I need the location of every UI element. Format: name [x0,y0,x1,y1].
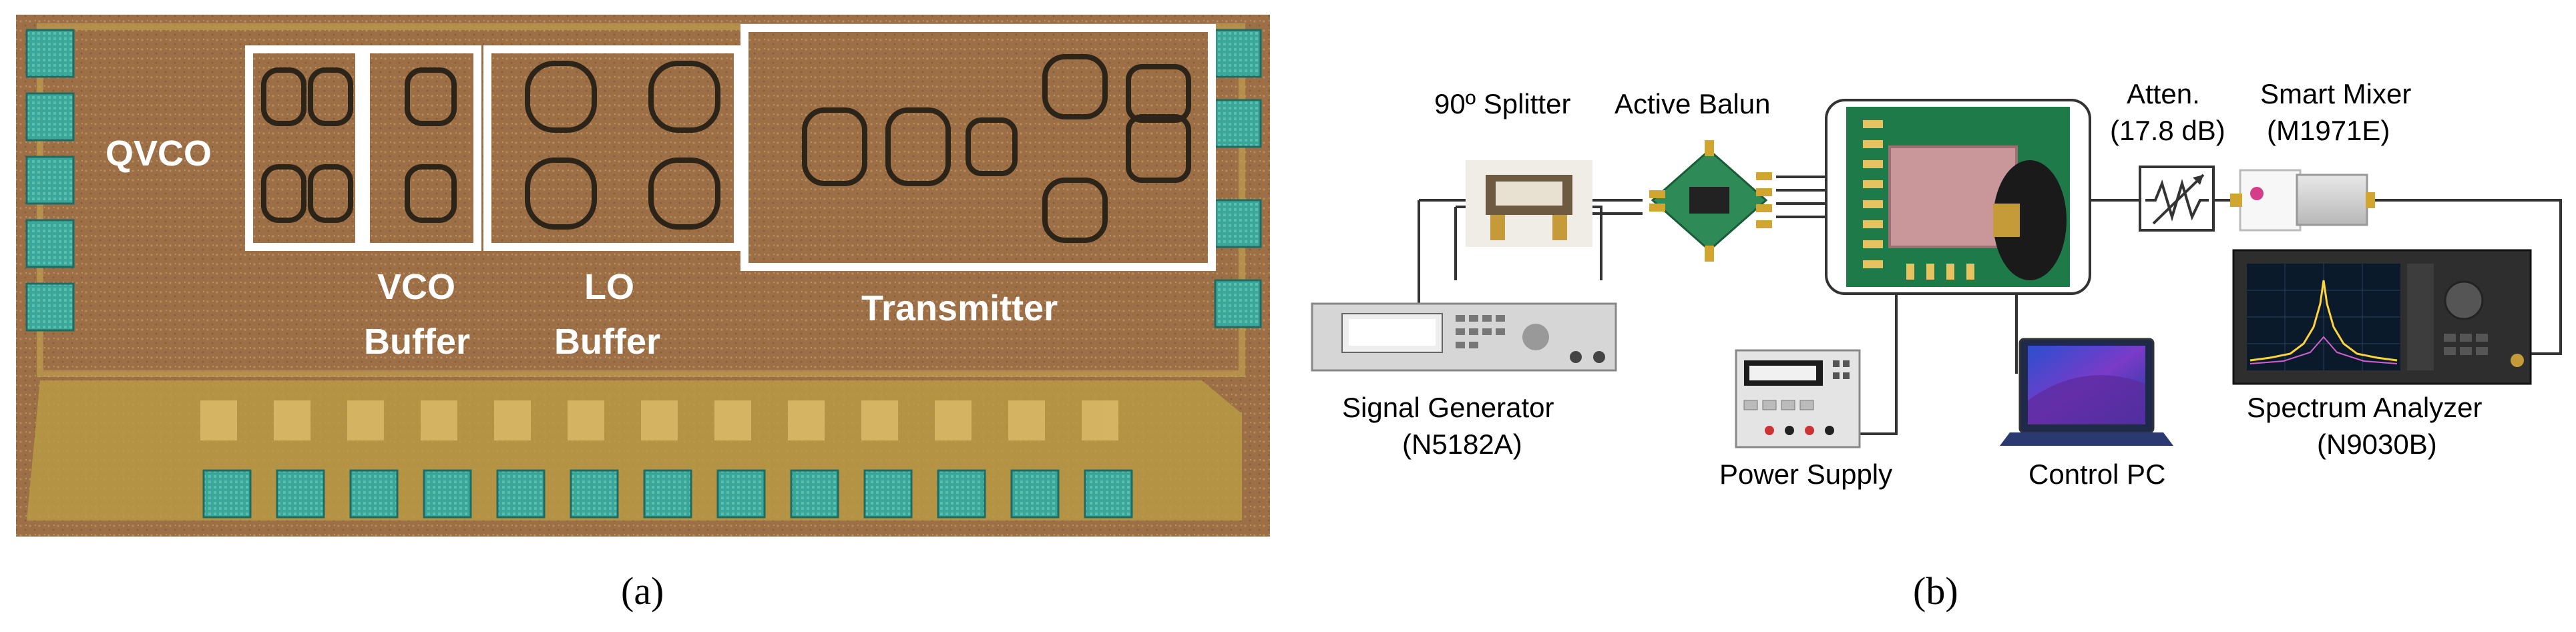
label-siggen-line1: Signal Generator [1342,392,1554,423]
die-photo [16,15,1270,537]
mixer-image [2230,169,2375,232]
label-control-pc: Control PC [2028,458,2165,490]
label-power-supply: Power Supply [1719,458,1892,490]
label-lo-buffer-line2: Buffer [554,322,660,362]
dut-board [1825,99,2091,295]
label-vco-buffer-line2: Buffer [364,322,470,362]
label-spectrum-line1: Spectrum Analyzer [2247,392,2483,423]
control-pc-image [2000,338,2173,446]
splitter-image [1466,160,1592,247]
label-mixer-line1: Smart Mixer [2260,78,2411,109]
vco-buffer-box [362,45,481,251]
label-lo-buffer-line1: LO [584,267,634,307]
label-atten-line2: (17.8 dB) [2110,115,2225,146]
spectrum-analyzer-image [2232,249,2532,385]
attenuator-symbol [2139,166,2215,232]
label-transmitter: Transmitter [861,288,1058,328]
caption-b: (b) [1913,569,1958,613]
qvco-box [245,45,363,251]
caption-a: (a) [621,569,664,613]
label-splitter: 90º Splitter [1434,88,1570,119]
lo-buffer-box [483,45,742,251]
power-supply-image [1735,349,1861,448]
signal-generator-image [1311,302,1617,372]
label-mixer-line2: (M1971E) [2267,115,2390,146]
label-atten-line1: Atten. [2127,78,2200,109]
label-vco-buffer-line1: VCO [377,267,455,307]
label-qvco: QVCO [105,133,212,174]
label-spectrum-line2: (N9030B) [2317,428,2437,460]
balun-image [1649,140,1772,262]
label-siggen-line2: (N5182A) [1402,428,1522,460]
transmitter-box [740,24,1216,271]
label-balun: Active Balun [1615,88,1770,119]
